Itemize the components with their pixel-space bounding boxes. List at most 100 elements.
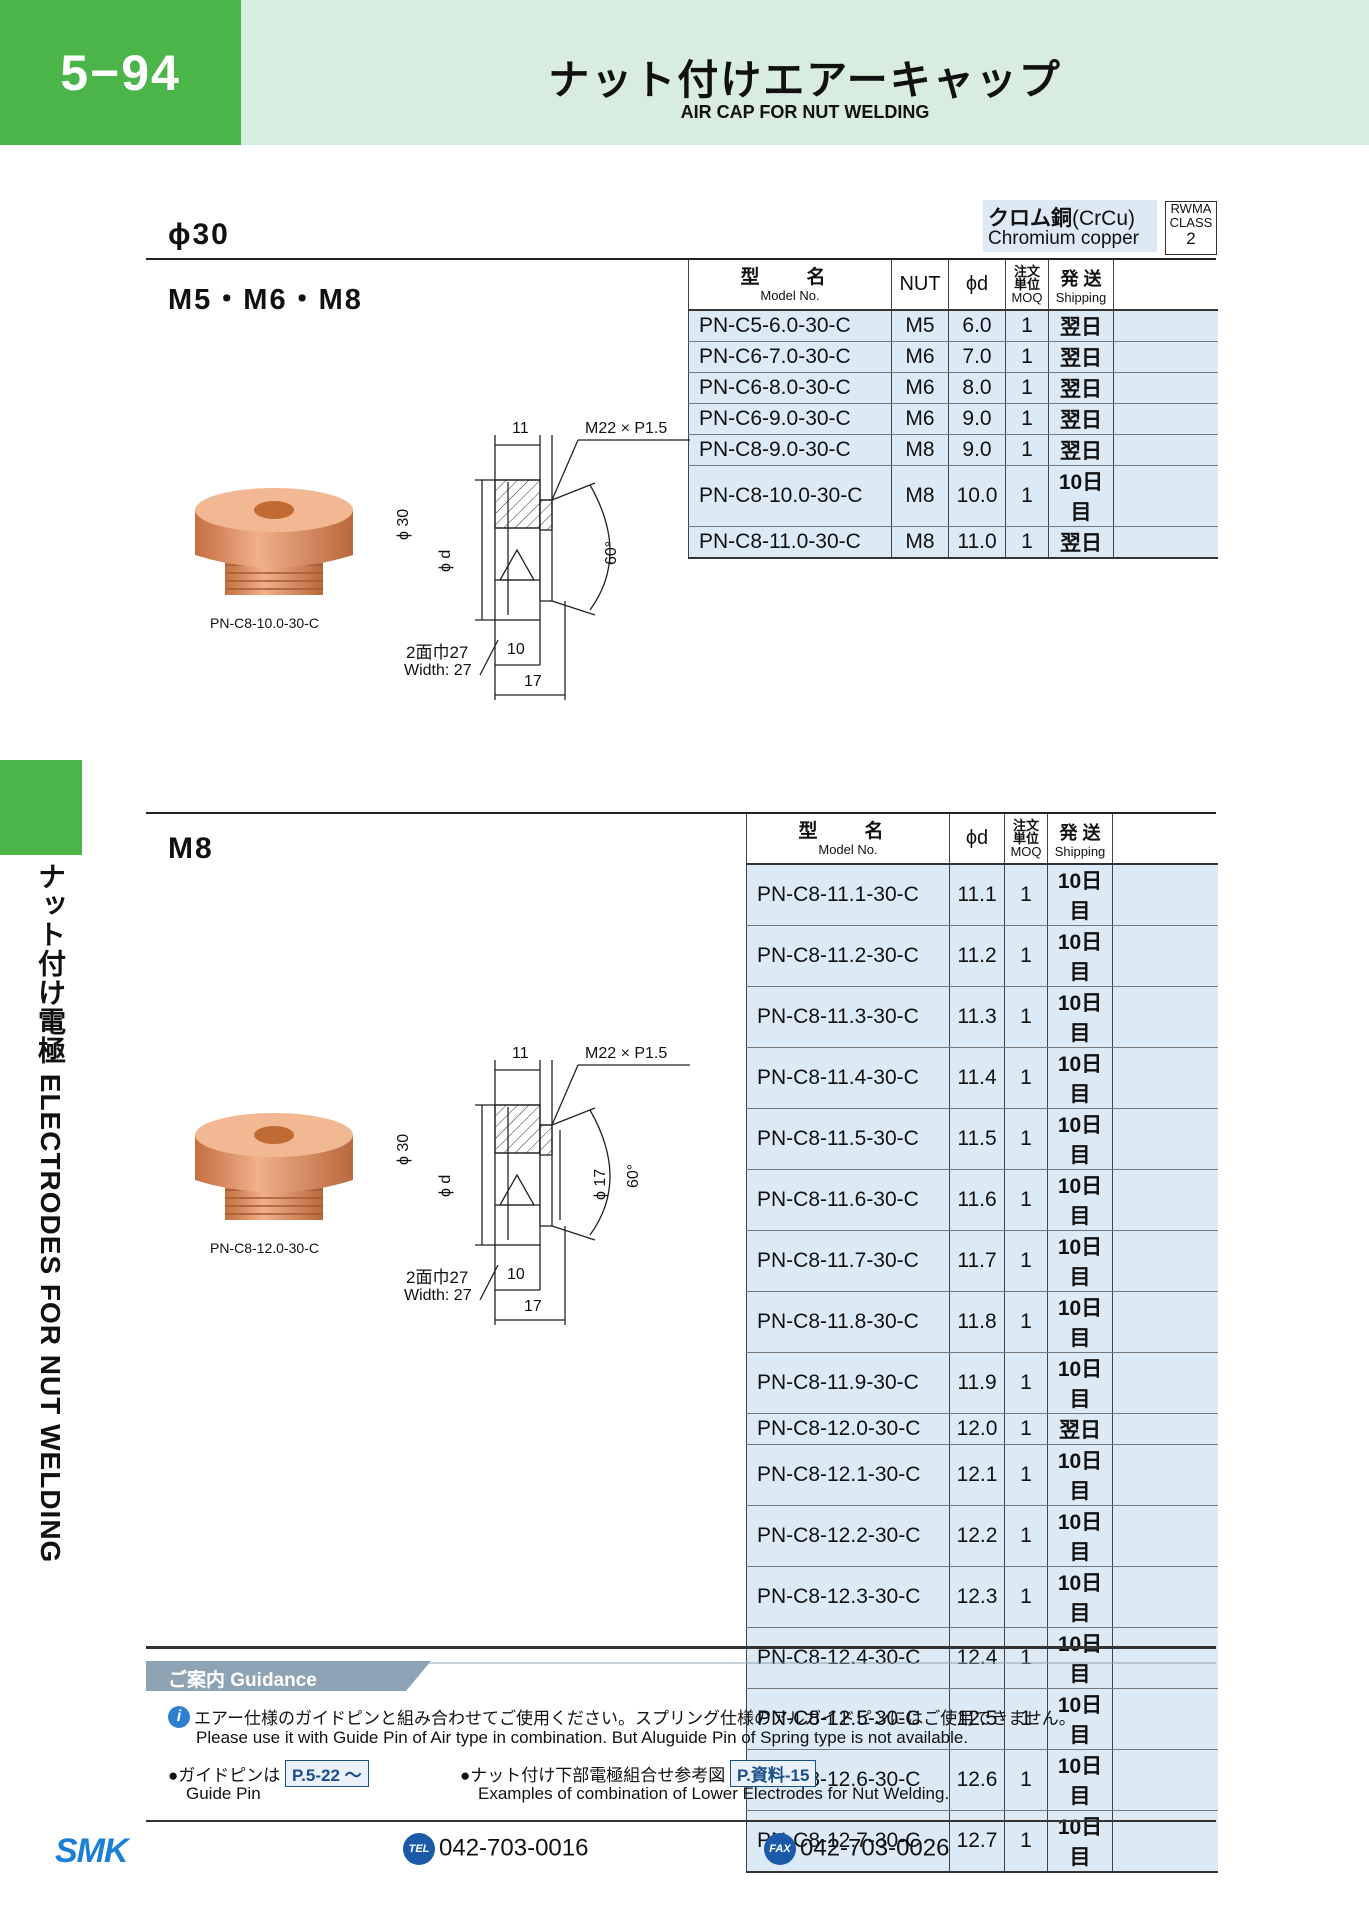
fax-icon: FAX: [764, 1833, 796, 1865]
table-cell: 1: [1005, 465, 1049, 527]
table-cell: PN-C8-11.9-30-C: [746, 1352, 950, 1414]
fax-number: 042-703-0026: [800, 1834, 950, 1862]
table-cell: 10日目: [1047, 1291, 1113, 1353]
table-cell: PN-C8-10.0-30-C: [688, 465, 892, 527]
dim-11-2: 11: [512, 1045, 529, 1062]
dim-thread-2: M22 × P1.5: [585, 1045, 668, 1062]
table-cell-blank: [1113, 310, 1218, 342]
table-cell: 1: [1005, 403, 1049, 435]
table-cell: 10日目: [1047, 864, 1113, 926]
dim-width-en: Width: 27: [404, 662, 472, 679]
dim-phid: ϕ d: [437, 549, 454, 572]
table-cell: PN-C8-11.0-30-C: [688, 526, 892, 559]
table-cell-blank: [1112, 1230, 1218, 1292]
page-title-en: AIR CAP FOR NUT WELDING: [680, 102, 930, 122]
table-cell: 11.7: [949, 1230, 1005, 1292]
rwma-class-value: 2: [1186, 229, 1196, 248]
table-cell: 1: [1004, 1413, 1048, 1445]
sidebar-tab: [0, 760, 82, 855]
table-cell: 11.0: [948, 526, 1006, 559]
table-cell-blank: [1113, 403, 1218, 435]
table-cell: 10日目: [1047, 1444, 1113, 1506]
table-cell: 12.3: [949, 1566, 1005, 1628]
table-cell: 翌日: [1048, 403, 1114, 435]
col-moq: 注文 単位 MOQ: [1005, 260, 1049, 311]
table-cell: 9.0: [948, 434, 1006, 466]
table-cell: 1: [1005, 310, 1049, 342]
col-moq-2: 注文 単位 MOQ: [1004, 814, 1048, 865]
photo-caption-2: PN-C8-12.0-30-C: [210, 1240, 319, 1256]
material-formula: (CrCu): [1072, 207, 1135, 230]
dim-17: 17: [524, 673, 542, 690]
guide-pin-jp: ●ガイドピンは: [168, 1766, 281, 1785]
section1-rule: [146, 258, 1216, 260]
table-cell-blank: [1112, 925, 1218, 987]
dim-angle-2: 60°: [625, 1163, 642, 1188]
table-cell: 10日目: [1047, 1749, 1113, 1811]
table-cell: 1: [1004, 1749, 1048, 1811]
page-number: 5−94: [0, 0, 241, 145]
table-cell: 1: [1004, 1047, 1048, 1109]
product-photo-1: [195, 488, 353, 595]
guidance-rule: [146, 1646, 1216, 1649]
dimension-drawing-2: [475, 1060, 690, 1325]
col-ship-jp-2: 発 送: [1059, 822, 1101, 843]
footer-rule: [146, 1820, 1216, 1822]
table-cell: 12.6: [949, 1749, 1005, 1811]
table-cell: M8: [891, 526, 949, 559]
table-cell: PN-C5-6.0-30-C: [688, 310, 892, 342]
table-cell: 6.0: [948, 310, 1006, 342]
table-cell-blank: [1112, 1047, 1218, 1109]
table-cell-blank: [1113, 341, 1218, 373]
rwma-class-label: CLASS: [1169, 215, 1213, 230]
table-cell-blank: [1112, 1688, 1218, 1750]
table-cell: 1: [1005, 526, 1049, 559]
rwma-class-box: RWMA CLASS 2: [1165, 201, 1217, 255]
table-cell: M6: [891, 372, 949, 404]
col-moq-en-2: MOQ: [1010, 844, 1042, 859]
guidance-note-en: Please use it with Guide Pin of Air type…: [196, 1728, 969, 1747]
col-moq-jp2-2: 単位: [1012, 831, 1039, 846]
table-cell: 10日目: [1047, 925, 1113, 987]
table-cell: PN-C8-11.3-30-C: [746, 986, 950, 1048]
table-cell: 11.2: [949, 925, 1005, 987]
col-moq-jp1: 注文: [1013, 264, 1040, 279]
table-cell: 1: [1004, 1230, 1048, 1292]
table-cell-blank: [1113, 526, 1218, 559]
examples-en: Examples of combination of Lower Electro…: [478, 1784, 950, 1803]
table-cell: 1: [1004, 864, 1048, 926]
examples-link[interactable]: P.資料-15: [730, 1760, 817, 1787]
table-cell: 1: [1004, 986, 1048, 1048]
material-box: クロム銅(CrCu) Chromium copper: [983, 200, 1157, 252]
table-cell: PN-C8-11.2-30-C: [746, 925, 950, 987]
table-cell: 1: [1005, 434, 1049, 466]
col-ship-en-2: Shipping: [1054, 843, 1106, 859]
col-ship-jp: 発 送: [1060, 268, 1102, 289]
guide-pin-link[interactable]: P.5-22 ～: [285, 1760, 369, 1787]
table-cell-blank: [1112, 1749, 1218, 1811]
col-ship-en: Shipping: [1055, 289, 1107, 305]
photo-caption-1: PN-C8-10.0-30-C: [210, 615, 319, 631]
table-cell: PN-C8-11.4-30-C: [746, 1047, 950, 1109]
table-cell: 10日目: [1047, 1169, 1113, 1231]
table-cell: 1: [1004, 1291, 1048, 1353]
table-cell: PN-C8-11.8-30-C: [746, 1291, 950, 1353]
table-cell: 8.0: [948, 372, 1006, 404]
table-cell: 11.1: [949, 864, 1005, 926]
spec-table-1: 型 名 Model No. NUT ϕd 注文 単位 MOQ 発 送 Shipp…: [688, 260, 1218, 559]
col-d: ϕd: [948, 260, 1006, 311]
guidance-note-jp: エアー仕様のガイドピンと組み合わせてご使用ください。スプリング仕様のアルガイドピ…: [194, 1709, 1076, 1728]
table-cell-blank: [1112, 1505, 1218, 1567]
page-title-jp: ナット付けエアーキャップ: [548, 57, 1062, 103]
tel-icon: TEL: [403, 1833, 435, 1865]
dim-10-2: 10: [507, 1266, 525, 1283]
